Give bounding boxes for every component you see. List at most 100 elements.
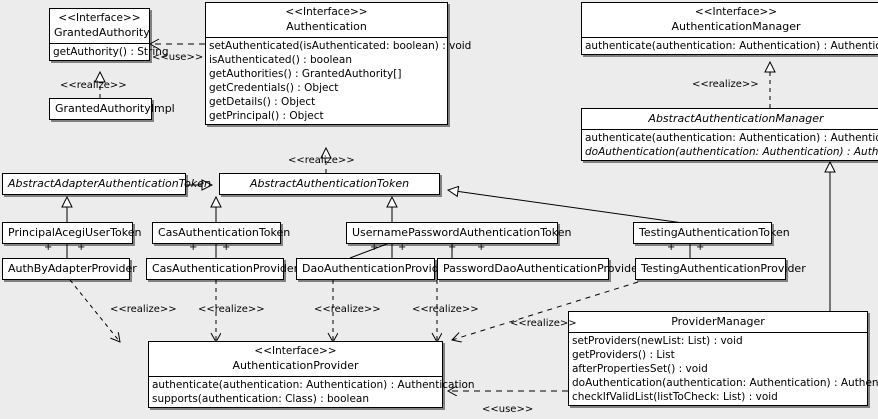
class-abstract-adapter-authentication-token[interactable]: AbstractAdapterAuthenticationToken <box>2 173 211 195</box>
class-name: Authentication <box>286 20 367 33</box>
class-password-dao-authentication-provider[interactable]: PasswordDaoAuthenticationProvider <box>437 258 643 280</box>
class-name: AuthenticationManager <box>671 20 801 33</box>
operation: setAuthenticated(isAuthenticated: boolea… <box>209 40 472 52</box>
multiplicity-marker: + <box>398 242 407 253</box>
class-name: AbstractAuthenticationManager <box>648 112 824 125</box>
class-dao-authentication-provider[interactable]: DaoAuthenticationProvider <box>296 258 450 280</box>
multiplicity-marker: + <box>477 242 486 253</box>
class-header: TestingAuthenticationProvider <box>636 259 806 279</box>
class-header: PasswordDaoAuthenticationProvider <box>438 259 643 279</box>
class-username-password-authentication-token[interactable]: UsernamePasswordAuthenticationToken <box>346 222 572 244</box>
operation: afterPropertiesSet() : void <box>572 363 708 375</box>
operation: getCredentials() : Object <box>209 82 339 94</box>
class-name: AuthByAdapterProvider <box>8 262 137 275</box>
edge-label-use-granted-authority: <<use>> <box>152 52 204 63</box>
multiplicity-marker: + <box>189 242 198 253</box>
class-header: DaoAuthenticationProvider <box>297 259 450 279</box>
operations-compartment: authenticate(authentication: Authenticat… <box>149 376 475 407</box>
class-name: AbstractAdapterAuthenticationToken <box>8 177 211 190</box>
class-header: AbstractAuthenticationToken <box>220 174 439 194</box>
edge-label-realize-cas-provider: <<realize>> <box>198 304 265 315</box>
multiplicity-marker: + <box>370 242 379 253</box>
operations-compartment: setAuthenticated(isAuthenticated: boolea… <box>206 37 472 124</box>
class-abstract-authentication-token[interactable]: AbstractAuthenticationToken <box>219 173 440 195</box>
operations-compartment: authenticate(authentication: Authenticat… <box>582 129 878 160</box>
multiplicity-marker: + <box>696 242 705 253</box>
class-header: TestingAuthenticationToken <box>634 223 790 243</box>
class-name: AuthenticationProvider <box>232 359 359 372</box>
class-granted-authority-impl[interactable]: GrantedAuthorityImpl <box>49 98 175 120</box>
class-cas-authentication-provider[interactable]: CasAuthenticationProvider <box>146 258 299 280</box>
multiplicity-marker: + <box>77 242 86 253</box>
operation: getDetails() : Object <box>209 96 316 108</box>
class-header: <<Interface>> AuthenticationProvider <box>149 342 442 376</box>
class-testing-authentication-token[interactable]: TestingAuthenticationToken <box>633 222 790 244</box>
operation: getProviders() : List <box>572 349 675 361</box>
class-name: GrantedAuthority <box>54 26 150 39</box>
operation: doAuthentication(authentication: Authent… <box>572 377 878 389</box>
class-name: TestingAuthenticationProvider <box>641 262 806 275</box>
class-header: GrantedAuthorityImpl <box>50 99 175 119</box>
operation: authenticate(authentication: Authenticat… <box>585 132 878 144</box>
class-header: <<Interface>> Authentication <box>206 3 447 37</box>
class-name: GrantedAuthorityImpl <box>55 102 175 115</box>
class-name: DaoAuthenticationProvider <box>302 262 450 275</box>
class-header: AuthByAdapterProvider <box>3 259 137 279</box>
operation: getPrincipal() : Object <box>209 110 324 122</box>
operations-compartment: getAuthority() : String <box>50 43 169 60</box>
class-header: CasAuthenticationToken <box>153 223 291 243</box>
class-name: PasswordDaoAuthenticationProvider <box>443 262 643 275</box>
operation: setProviders(newList: List) : void <box>572 335 743 347</box>
operation: isAuthenticated() : boolean <box>209 54 352 66</box>
stereotype-label: <<Interface>> <box>58 12 141 24</box>
class-header: AbstractAuthenticationManager <box>582 109 878 129</box>
multiplicity-marker: + <box>667 242 676 253</box>
operations-compartment: authenticate(authentication: Authenticat… <box>582 37 878 54</box>
multiplicity-marker: + <box>44 242 53 253</box>
class-cas-authentication-token[interactable]: CasAuthenticationToken <box>152 222 291 244</box>
operation: getAuthorities() : GrantedAuthority[] <box>209 68 402 80</box>
class-name: CasAuthenticationProvider <box>152 262 299 275</box>
class-name: ProviderManager <box>671 315 765 328</box>
edge-label-realize-password-dao-provider: <<realize>> <box>412 304 479 315</box>
edge-label-realize-dao-provider: <<realize>> <box>314 304 381 315</box>
class-name: UsernamePasswordAuthenticationToken <box>352 226 572 239</box>
class-header: UsernamePasswordAuthenticationToken <box>347 223 572 243</box>
edge-label-use-provider-manager: <<use>> <box>482 404 534 415</box>
class-header: AbstractAdapterAuthenticationToken <box>3 174 211 194</box>
multiplicity-marker: + <box>222 242 231 253</box>
class-abstract-authentication-manager[interactable]: AbstractAuthenticationManager authentica… <box>581 108 878 161</box>
operation: authenticate(authentication: Authenticat… <box>152 379 475 391</box>
class-name: TestingAuthenticationToken <box>639 226 790 239</box>
operation: doAuthentication(authentication: Authent… <box>585 146 878 158</box>
class-name: CasAuthenticationToken <box>158 226 291 239</box>
class-auth-by-adapter-provider[interactable]: AuthByAdapterProvider <box>2 258 137 280</box>
edge-label-realize-authentication: <<realize>> <box>288 155 355 166</box>
class-provider-manager[interactable]: ProviderManager setProviders(newList: Li… <box>568 311 878 406</box>
edge-label-realize-testing-provider: <<realize>> <box>510 318 577 329</box>
class-authentication[interactable]: <<Interface>> Authentication setAuthenti… <box>205 2 472 125</box>
edge-label-realize-authentication-manager: <<realize>> <box>692 79 759 90</box>
stereotype-label: <<Interface>> <box>254 345 337 357</box>
class-header: <<Interface>> AuthenticationManager <box>582 3 878 37</box>
class-authentication-manager[interactable]: <<Interface>> AuthenticationManager auth… <box>581 2 878 55</box>
multiplicity-marker: + <box>448 242 457 253</box>
edge-label-realize-auth-by-adapter: <<realize>> <box>110 304 177 315</box>
class-granted-authority[interactable]: <<Interface>> GrantedAuthority getAuthor… <box>49 8 169 61</box>
class-name: AbstractAuthenticationToken <box>249 177 410 190</box>
class-testing-authentication-provider[interactable]: TestingAuthenticationProvider <box>635 258 806 280</box>
edge-label-realize-granted-authority: <<realize>> <box>60 80 127 91</box>
operation: authenticate(authentication: Authenticat… <box>585 40 878 52</box>
class-principal-acegi-user-token[interactable]: PrincipalAcegiUserToken <box>2 222 142 244</box>
class-authentication-provider[interactable]: <<Interface>> AuthenticationProvider aut… <box>148 341 475 408</box>
class-header: PrincipalAcegiUserToken <box>3 223 142 243</box>
stereotype-label: <<Interface>> <box>285 6 368 18</box>
class-name: PrincipalAcegiUserToken <box>8 226 142 239</box>
operations-compartment: setProviders(newList: List) : void getPr… <box>569 332 878 405</box>
class-header: <<Interface>> GrantedAuthority <box>50 9 150 43</box>
stereotype-label: <<Interface>> <box>694 6 778 18</box>
operation: getAuthority() : String <box>53 46 169 58</box>
operation: supports(authentication: Class) : boolea… <box>152 393 369 405</box>
class-header: ProviderManager <box>569 312 867 332</box>
